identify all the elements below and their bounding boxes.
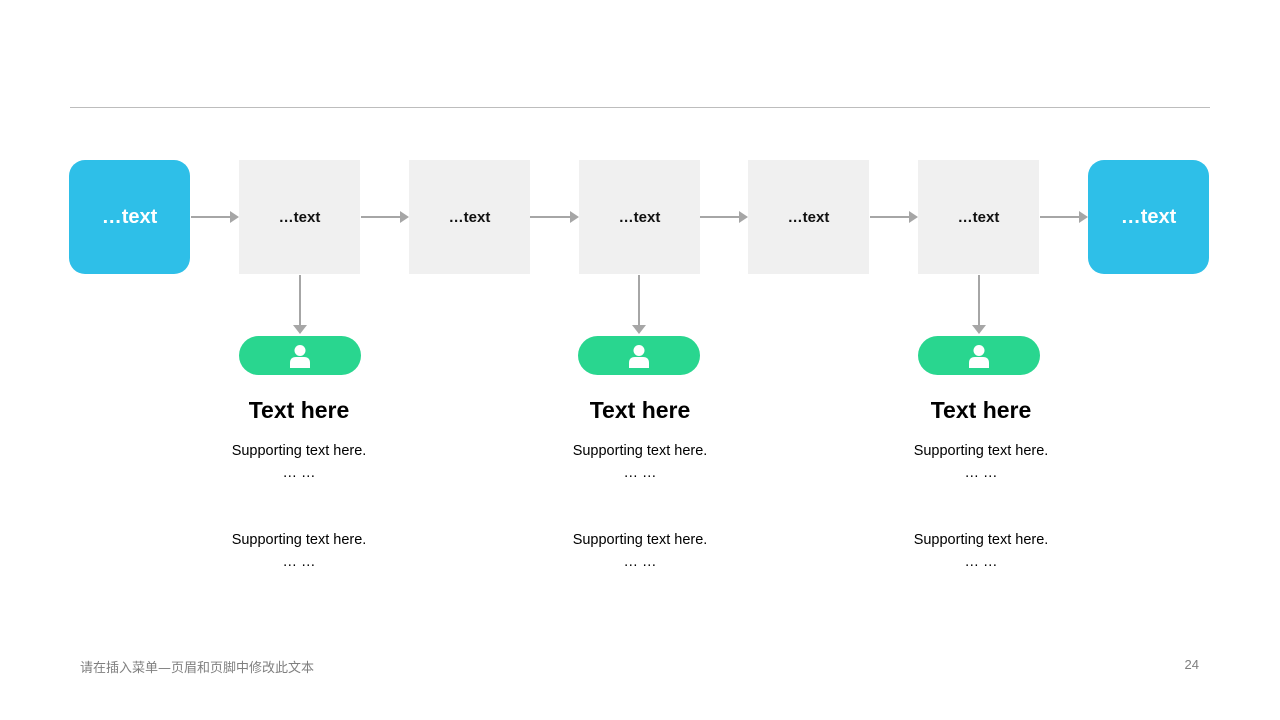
flow-step-box[interactable]: …text (918, 160, 1039, 274)
ellipsis-text: … … (623, 554, 657, 570)
flow-arrow (191, 211, 239, 223)
ellipsis-text: … … (964, 465, 998, 481)
user-pill[interactable] (239, 336, 361, 375)
flow-step-box[interactable]: …text (748, 160, 869, 274)
flow-start-box[interactable]: …text (69, 160, 190, 274)
flow-arrow (1040, 211, 1088, 223)
supporting-text: Supporting text here. (572, 532, 708, 548)
down-arrow (972, 275, 986, 334)
flow-arrow (361, 211, 409, 223)
user-pill[interactable] (578, 336, 700, 375)
flow-step-box[interactable]: …text (579, 160, 700, 274)
user-icon (290, 344, 310, 368)
column-title: Text here (248, 397, 350, 423)
flow-step-label: …text (957, 208, 1000, 226)
user-pill[interactable] (918, 336, 1040, 375)
supporting-text: Supporting text here. (231, 532, 367, 548)
top-divider (70, 107, 1210, 108)
flow-arrow (530, 211, 579, 223)
ellipsis-text: … … (282, 465, 316, 481)
text-column: Text here Supporting text here. … … Supp… (179, 395, 419, 573)
flow-step-label: …text (448, 208, 491, 226)
column-title: Text here (589, 397, 691, 423)
flow-step-label: …text (618, 208, 661, 226)
flow-arrow (870, 211, 918, 223)
supporting-text: Supporting text here. (913, 443, 1049, 459)
user-icon (629, 344, 649, 368)
down-arrow (632, 275, 646, 334)
supporting-text: Supporting text here. (572, 443, 708, 459)
down-arrow (293, 275, 307, 334)
supporting-text: Supporting text here. (913, 532, 1049, 548)
flow-step-box[interactable]: …text (239, 160, 360, 274)
text-column: Text here Supporting text here. … … Supp… (520, 395, 760, 573)
flow-step-label: …text (787, 208, 830, 226)
footer-text: 请在插入菜单—页眉和页脚中修改此文本 (80, 661, 315, 676)
flow-end-label: …text (1120, 205, 1177, 228)
flow-step-label: …text (278, 208, 321, 226)
ellipsis-text: … … (282, 554, 316, 570)
ellipsis-text: … … (964, 554, 998, 570)
flow-arrow (700, 211, 748, 223)
flow-step-box[interactable]: …text (409, 160, 530, 274)
page-number: 24 (1184, 657, 1199, 672)
supporting-text: Supporting text here. (231, 443, 367, 459)
flow-start-label: …text (101, 205, 158, 228)
text-column: Text here Supporting text here. … … Supp… (861, 395, 1101, 573)
user-icon (969, 344, 989, 368)
column-title: Text here (930, 397, 1032, 423)
flow-end-box[interactable]: …text (1088, 160, 1209, 274)
ellipsis-text: … … (623, 465, 657, 481)
